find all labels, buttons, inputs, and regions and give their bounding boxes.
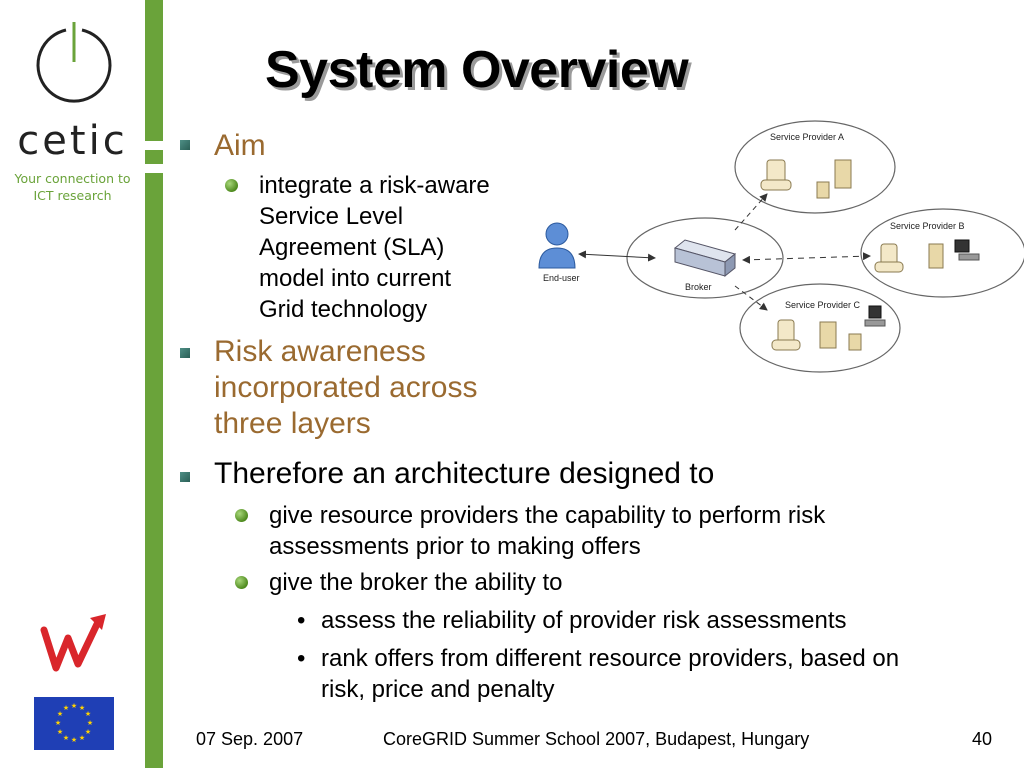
architecture-diagram: Service Provider A Service Provider B Se… <box>538 120 1024 373</box>
provider-a-label: Service Provider A <box>770 132 844 142</box>
slide-title: System Overview <box>265 41 689 99</box>
dot-bullet-icon: • <box>297 645 306 672</box>
square-bullet-icon <box>180 140 190 150</box>
square-bullet-icon <box>180 472 190 482</box>
green-divider-bar <box>145 0 163 768</box>
logo-column: cetic Your connection to ICT research ★★… <box>0 0 145 768</box>
footer-date: 07 Sep. 2007 <box>196 729 304 749</box>
dot-bullet-icon: • <box>297 607 306 634</box>
arrow-broker-c <box>734 285 768 311</box>
svg-text:★: ★ <box>87 719 93 727</box>
end-user-icon <box>538 222 576 269</box>
broker-label: Broker <box>685 282 712 292</box>
footer-page-number: 40 <box>972 729 993 749</box>
svg-text:★: ★ <box>57 710 63 718</box>
broker-device-icon <box>673 239 737 278</box>
round-bullet-icon <box>235 509 248 522</box>
svg-text:★: ★ <box>85 728 91 736</box>
cetic-wordmark: cetic <box>17 118 128 164</box>
round-bullet-icon <box>225 179 238 192</box>
provider-c-server-icons <box>771 305 886 351</box>
svg-text:★: ★ <box>57 728 63 736</box>
provider-c-label: Service Provider C <box>785 300 861 310</box>
round-bullet-icon <box>235 576 248 589</box>
svg-text:★: ★ <box>63 704 69 712</box>
cetic-tagline: Your connection to ICT research <box>14 171 131 203</box>
sub-sub-bullet-assess-text: assess the reliability of provider risk … <box>321 607 847 634</box>
bullet-therefore-text: Therefore an architecture designed to <box>214 457 715 490</box>
provider-b-label: Service Provider B <box>890 221 965 231</box>
green-bar-gap <box>145 164 163 173</box>
arrow-broker-a <box>734 193 768 231</box>
arrow-user-broker <box>578 250 656 262</box>
bullet-aim-text: Aim <box>214 129 266 162</box>
footer-event: CoreGRID Summer School 2007, Budapest, H… <box>383 729 810 749</box>
eu-flag-icon: ★★★ ★★★ ★★★ ★★★ <box>34 697 114 750</box>
svg-text:★: ★ <box>71 736 77 744</box>
cetic-logo-icon <box>36 22 112 103</box>
svg-text:★: ★ <box>63 734 69 742</box>
provider-b-server-icons <box>874 239 980 273</box>
svg-text:★: ★ <box>85 710 91 718</box>
provider-a-server-icons <box>760 159 852 199</box>
sub-bullet-give-broker-text: give the broker the ability to <box>269 569 563 596</box>
svg-text:★: ★ <box>55 719 61 727</box>
end-user-label: End-user <box>543 273 580 283</box>
w-logo-icon <box>40 614 106 672</box>
square-bullet-icon <box>180 348 190 358</box>
svg-text:★: ★ <box>79 734 85 742</box>
svg-text:★: ★ <box>71 702 77 710</box>
svg-text:★: ★ <box>79 704 85 712</box>
green-bar-gap <box>145 141 163 150</box>
